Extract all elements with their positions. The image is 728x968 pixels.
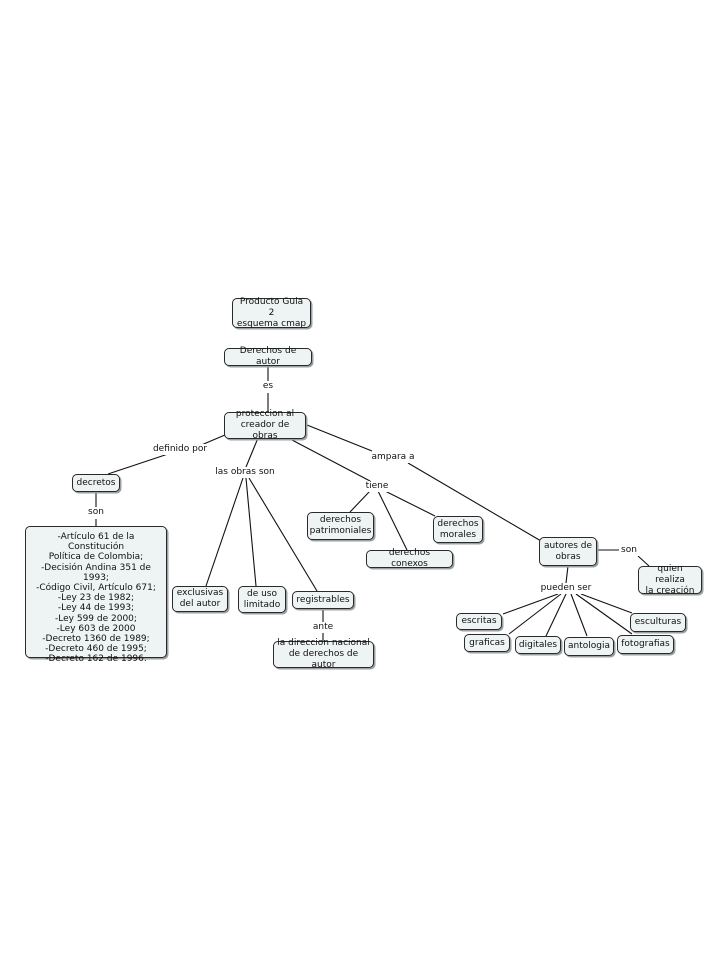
link-pueden-ser: pueden ser [538, 583, 594, 594]
concept-derechos-morales: derechos morales [433, 516, 483, 543]
concept-antologia: antologia [564, 637, 614, 656]
link-las-obras-son: las obras son [213, 467, 277, 478]
concept-graficas: graficas [464, 634, 510, 652]
link-ampara-a: ampara a [369, 452, 417, 463]
concept-exclusivas: exclusivas del autor [172, 586, 228, 612]
concept-esculturas: esculturas [630, 613, 686, 632]
concept-derechos-de-autor: Derechos de autor [224, 346, 312, 367]
concept-direccion-nacional: la direccion nacional de derechos de aut… [273, 638, 374, 670]
concept-registrables: registrables [292, 591, 354, 609]
link-ante: ante [310, 622, 336, 633]
link-son-autores: son [619, 545, 639, 556]
concept-derechos-patrimoniales: derechos patrimoniales [307, 512, 374, 540]
concept-autores-de-obras: autores de obras [539, 537, 597, 566]
concept-decretos: decretos [72, 474, 120, 492]
concept-escritas: escritas [456, 613, 502, 630]
concept-fotografias: fotografias [617, 635, 674, 654]
link-definido-por: definido por [150, 444, 210, 455]
concept-proteccion: proteccion al creador de obras [224, 409, 306, 441]
link-tiene: tiene [363, 481, 391, 492]
concept-uso-limitado: de uso limitado [238, 586, 286, 613]
concept-digitales: digitales [515, 636, 561, 654]
concept-quien-realiza: quien realiza la creación [638, 564, 702, 596]
concept-leyes-lista: -Artículo 61 de la Constitución Política… [25, 526, 167, 664]
concept-derechos-conexos: derechos conexos [366, 548, 453, 569]
link-es: es [260, 381, 276, 392]
link-son-decretos: son [86, 507, 106, 518]
title-node: Producto Guia 2 esquema cmap [232, 297, 311, 329]
